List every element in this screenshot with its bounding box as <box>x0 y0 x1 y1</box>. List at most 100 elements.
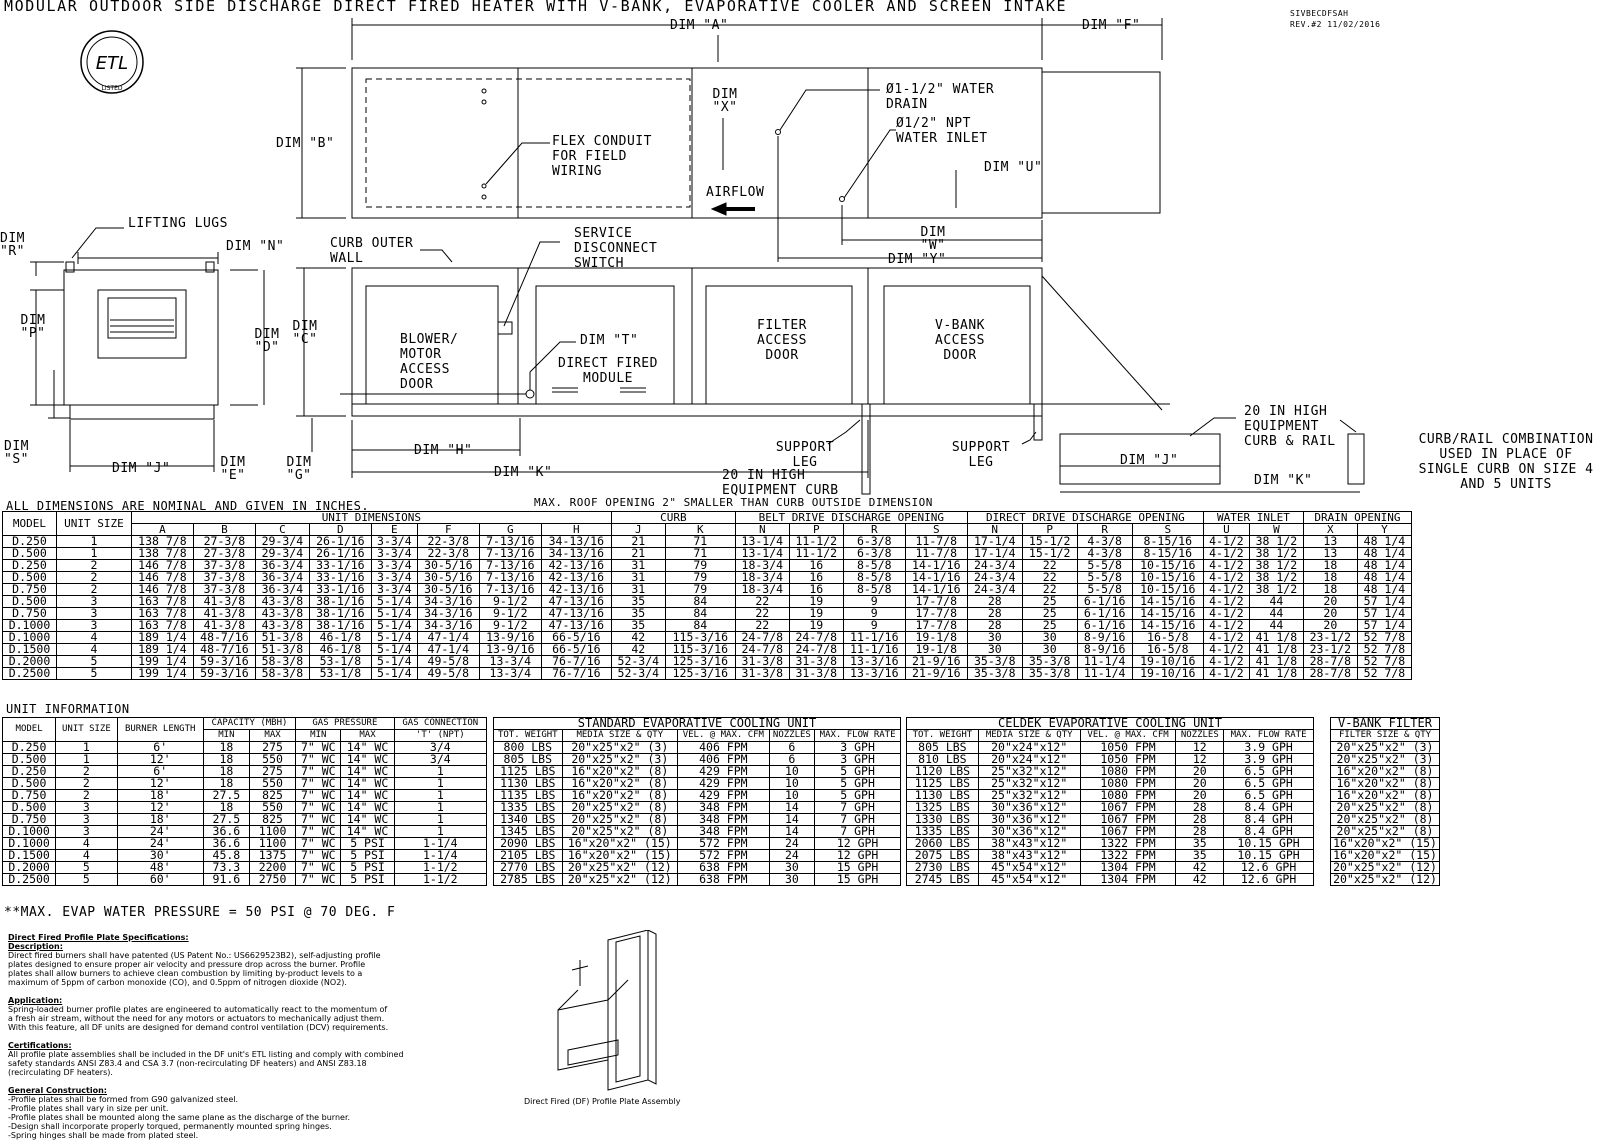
table-cell: 1304 FPM <box>1079 873 1177 886</box>
flex-conduit-label: FLEX CONDUIT FOR FIELD WIRING <box>552 134 652 179</box>
table-cell: 48 1/4 <box>1356 535 1413 548</box>
table-cell: 13-3/4 <box>478 667 542 680</box>
table-cell: 59-3/16 <box>192 667 256 680</box>
dim-d-label: DIM "D" <box>254 327 280 355</box>
spec-desc: Direct fired burners shall have patented… <box>8 951 381 987</box>
table-cell: 45"x54"x12" <box>977 873 1081 886</box>
dim-group-header: UNIT SIZE <box>55 511 132 536</box>
table-cell: 15 GPH <box>814 873 901 886</box>
table-cell: 7" WC <box>295 873 342 886</box>
table-cell: 52-3/4 <box>610 667 666 680</box>
nominal-note: ALL DIMENSIONS ARE NOMINAL AND GIVEN IN … <box>6 499 370 513</box>
doc-code: SIVBECDFSAH <box>1290 9 1349 18</box>
table-cell: 31-3/8 <box>734 667 790 680</box>
evap-pressure-note: **MAX. EVAP WATER PRESSURE = 50 PSI @ 70… <box>4 905 396 920</box>
dim-h-label: DIM "H" <box>414 443 473 458</box>
table-cell: 76-7/16 <box>540 667 612 680</box>
table-cell: 6.5 GPH <box>1223 777 1314 790</box>
table-cell: 31-3/8 <box>788 667 844 680</box>
table-cell: 11-1/4 <box>1076 667 1133 680</box>
water-inlet-label: Ø1/2" NPT WATER INLET <box>896 116 988 146</box>
unit-info-header: GAS PRESSURE <box>295 717 395 730</box>
revision: REV.#2 11/02/2016 <box>1290 20 1381 29</box>
curb-rail-label: 20 IN HIGH EQUIPMENT CURB & RAIL <box>1244 404 1336 449</box>
etl-logo: ETL LISTED <box>80 30 144 94</box>
drawing-geometry <box>30 18 1365 495</box>
table-cell: 2750 <box>248 873 297 886</box>
table-cell: 20"x25"x2" (12) <box>561 873 679 886</box>
table-cell: 4-1/2 <box>1202 667 1250 680</box>
table-cell: 5 <box>55 873 118 886</box>
support-leg-label-1: SUPPORT LEG <box>775 440 835 470</box>
table-cell: 35-3/8 <box>966 667 1023 680</box>
dim-a-label: DIM "A" <box>670 18 729 33</box>
table-cell: 49-5/8 <box>416 667 480 680</box>
dim-r-label: DIM "R" <box>0 231 25 259</box>
table-cell: 5 <box>55 667 132 680</box>
unit-info-header: CAPACITY (MBH) <box>202 717 297 730</box>
table-cell: 21-9/16 <box>904 667 968 680</box>
drawing-title: MODULAR OUTDOOR SIDE DISCHARGE DIRECT FI… <box>4 0 1068 15</box>
spec-block: Direct Fired Profile Plate Specification… <box>8 924 404 1140</box>
spec-app-heading: Application: <box>8 996 63 1005</box>
table-cell: 41 1/8 <box>1248 667 1304 680</box>
logo-text: ETL <box>96 53 128 74</box>
unit-info-header: MODEL <box>1 717 57 742</box>
standard-evap-table: STANDARD EVAPORATIVE COOLING UNIT TOT. W… <box>493 717 901 886</box>
table-cell: 2745 LBS <box>906 873 979 886</box>
table-cell: 20"x25"x2" (12) <box>1330 873 1440 886</box>
df-module-label: DIRECT FIRED MODULE <box>558 356 658 386</box>
filter-door-label: FILTER ACCESS DOOR <box>757 318 807 363</box>
unit-info-header: BURNER LENGTH <box>116 717 204 742</box>
table-cell: 19-10/16 <box>1131 667 1204 680</box>
table-cell: 52 7/8 <box>1356 667 1413 680</box>
curb-outer-wall-label: CURB OUTER WALL <box>330 236 414 266</box>
spec-title: Direct Fired Profile Plate Specification… <box>8 933 189 942</box>
table-cell: 199 1/4 <box>130 667 194 680</box>
dim-group-header: DRAIN OPENING <box>1302 511 1413 524</box>
table-cell: 53-1/8 <box>308 667 372 680</box>
table-cell: 7" WC <box>295 801 342 814</box>
celdek-title: CELDEK EVAPORATIVE COOLING UNIT <box>906 717 1314 730</box>
table-cell: 30 <box>768 873 816 886</box>
dim-group-header: UNIT DIMENSIONS <box>130 511 612 524</box>
table-cell: 58-3/8 <box>254 667 310 680</box>
dim-group-header: CURB <box>610 511 736 524</box>
dim-k-label: DIM "K" <box>494 465 553 480</box>
dim-group-header: MODEL <box>2 511 57 536</box>
table-cell: 7 GPH <box>814 813 901 826</box>
dim-s-label: DIM "S" <box>4 439 29 467</box>
profile-plate-assembly-drawing <box>557 930 657 1091</box>
lifting-lugs-label: LIFTING LUGS <box>128 216 228 231</box>
profile-plate-caption: Direct Fired (DF) Profile Plate Assembly <box>524 1097 681 1106</box>
dim-f-label: DIM "F" <box>1082 18 1141 33</box>
unit-info-title: UNIT INFORMATION <box>6 702 130 716</box>
dim-t-label: DIM "T" <box>580 333 639 348</box>
table-cell: 60' <box>116 873 204 886</box>
table-cell: D.2500 <box>2 667 57 680</box>
